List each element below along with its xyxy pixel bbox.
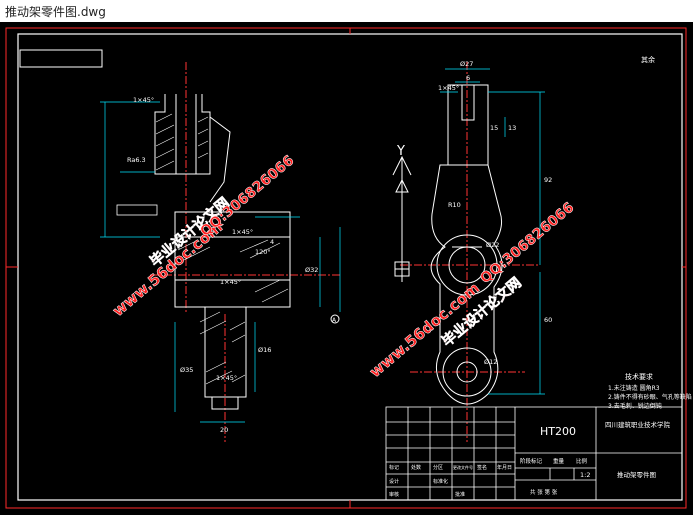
drawing-sheet: 其余 — [5, 27, 692, 509]
svg-text:设计: 设计 — [389, 478, 399, 485]
svg-text:15: 15 — [490, 124, 498, 132]
svg-text:批准: 批准 — [455, 491, 465, 498]
svg-text:20: 20 — [220, 426, 228, 434]
svg-text:重量: 重量 — [553, 457, 565, 465]
svg-text:签名: 签名 — [477, 464, 487, 471]
svg-text:阶段标记: 阶段标记 — [520, 457, 543, 465]
svg-text:6: 6 — [466, 74, 470, 82]
inner-border — [17, 33, 683, 501]
svg-text:更改文件号: 更改文件号 — [453, 464, 473, 470]
svg-text:2.铸件不得有砂眼、气孔等缺陷: 2.铸件不得有砂眼、气孔等缺陷 — [608, 393, 692, 401]
part-name-label: 推动架零件图 — [617, 470, 656, 479]
svg-text:1.未注铸造 圆角R3: 1.未注铸造 圆角R3 — [608, 384, 660, 392]
svg-text:Ø16: Ø16 — [258, 346, 271, 354]
svg-text:Ø32: Ø32 — [305, 266, 318, 274]
svg-text:1×45°: 1×45° — [220, 278, 241, 286]
window-titlebar: 推动架零件图.dwg — [0, 0, 693, 23]
material-label: HT200 — [540, 425, 576, 438]
right-dimensions — [440, 68, 545, 395]
svg-text:年月日: 年月日 — [497, 464, 512, 471]
right-dimension-labels: Ø27 6 1×45° 92 60 13 15 Ø22 R10 Ø12 — [438, 60, 552, 366]
svg-text:1×45°: 1×45° — [133, 96, 154, 104]
svg-text:标记: 标记 — [389, 464, 399, 471]
svg-text:R10: R10 — [448, 201, 461, 209]
left-dimension-labels: 1×45° 1×45° 4 120° 1×45° 1×45° 20 Ra6.3 … — [127, 96, 318, 434]
svg-text:技术要求: 技术要求 — [625, 372, 653, 381]
title-block-text: HT200 四川建筑职业技术学院 推动架零件图 阶段标记 重量 比例 1:2 共… — [389, 420, 671, 498]
outer-border — [5, 27, 687, 509]
svg-text:QQ:306826066: QQ:306826066 — [197, 153, 297, 241]
tolerance-frame — [116, 204, 158, 216]
svg-text:Ra6.3: Ra6.3 — [127, 156, 146, 164]
svg-text:审核: 审核 — [389, 491, 399, 498]
right-front-view — [400, 62, 540, 442]
school-label: 四川建筑职业技术学院 — [605, 420, 671, 429]
svg-text:1×45°: 1×45° — [216, 374, 237, 382]
datum-label: A — [332, 317, 337, 324]
svg-text:Ø35: Ø35 — [180, 366, 193, 374]
svg-text:Ø12: Ø12 — [484, 358, 497, 366]
svg-text:92: 92 — [544, 176, 552, 184]
section-hatching — [155, 113, 289, 385]
svg-text:共 张 第 张: 共 张 第 张 — [530, 488, 558, 496]
svg-text:比例: 比例 — [576, 457, 588, 465]
svg-text:120°: 120° — [255, 248, 271, 256]
svg-text:标准化: 标准化 — [433, 478, 448, 485]
svg-text:13: 13 — [508, 124, 516, 132]
svg-text:Ø27: Ø27 — [460, 60, 473, 68]
watermarks: www.56doc.com 毕业设计论文网 QQ:306826066 www.5… — [109, 152, 578, 381]
svg-text:60: 60 — [544, 316, 552, 324]
svg-text:处数: 处数 — [411, 464, 421, 471]
svg-text:1×45°: 1×45° — [438, 84, 459, 92]
cad-viewport[interactable]: 其余 — [0, 22, 693, 515]
surface-corner-note: 其余 — [641, 55, 655, 64]
svg-text:4: 4 — [270, 238, 274, 246]
svg-text:Ø22: Ø22 — [486, 241, 499, 249]
left-dimensions — [100, 101, 341, 423]
title-block — [385, 406, 683, 501]
svg-text:分区: 分区 — [433, 464, 443, 471]
left-section-view — [150, 62, 340, 442]
axis-y-label: Y — [396, 144, 405, 159]
code-box — [19, 49, 103, 68]
scale-value: 1:2 — [580, 471, 590, 479]
datum-marker — [330, 314, 340, 324]
svg-text:3.去毛刺、锐边倒钝: 3.去毛刺、锐边倒钝 — [608, 402, 662, 410]
window-title: 推动架零件图.dwg — [5, 5, 106, 19]
view-arrow — [392, 155, 412, 282]
svg-text:1×45°: 1×45° — [232, 228, 253, 236]
technical-requirements: 技术要求 1.未注铸造 圆角R3 2.铸件不得有砂眼、气孔等缺陷 3.去毛刺、锐… — [608, 372, 692, 410]
